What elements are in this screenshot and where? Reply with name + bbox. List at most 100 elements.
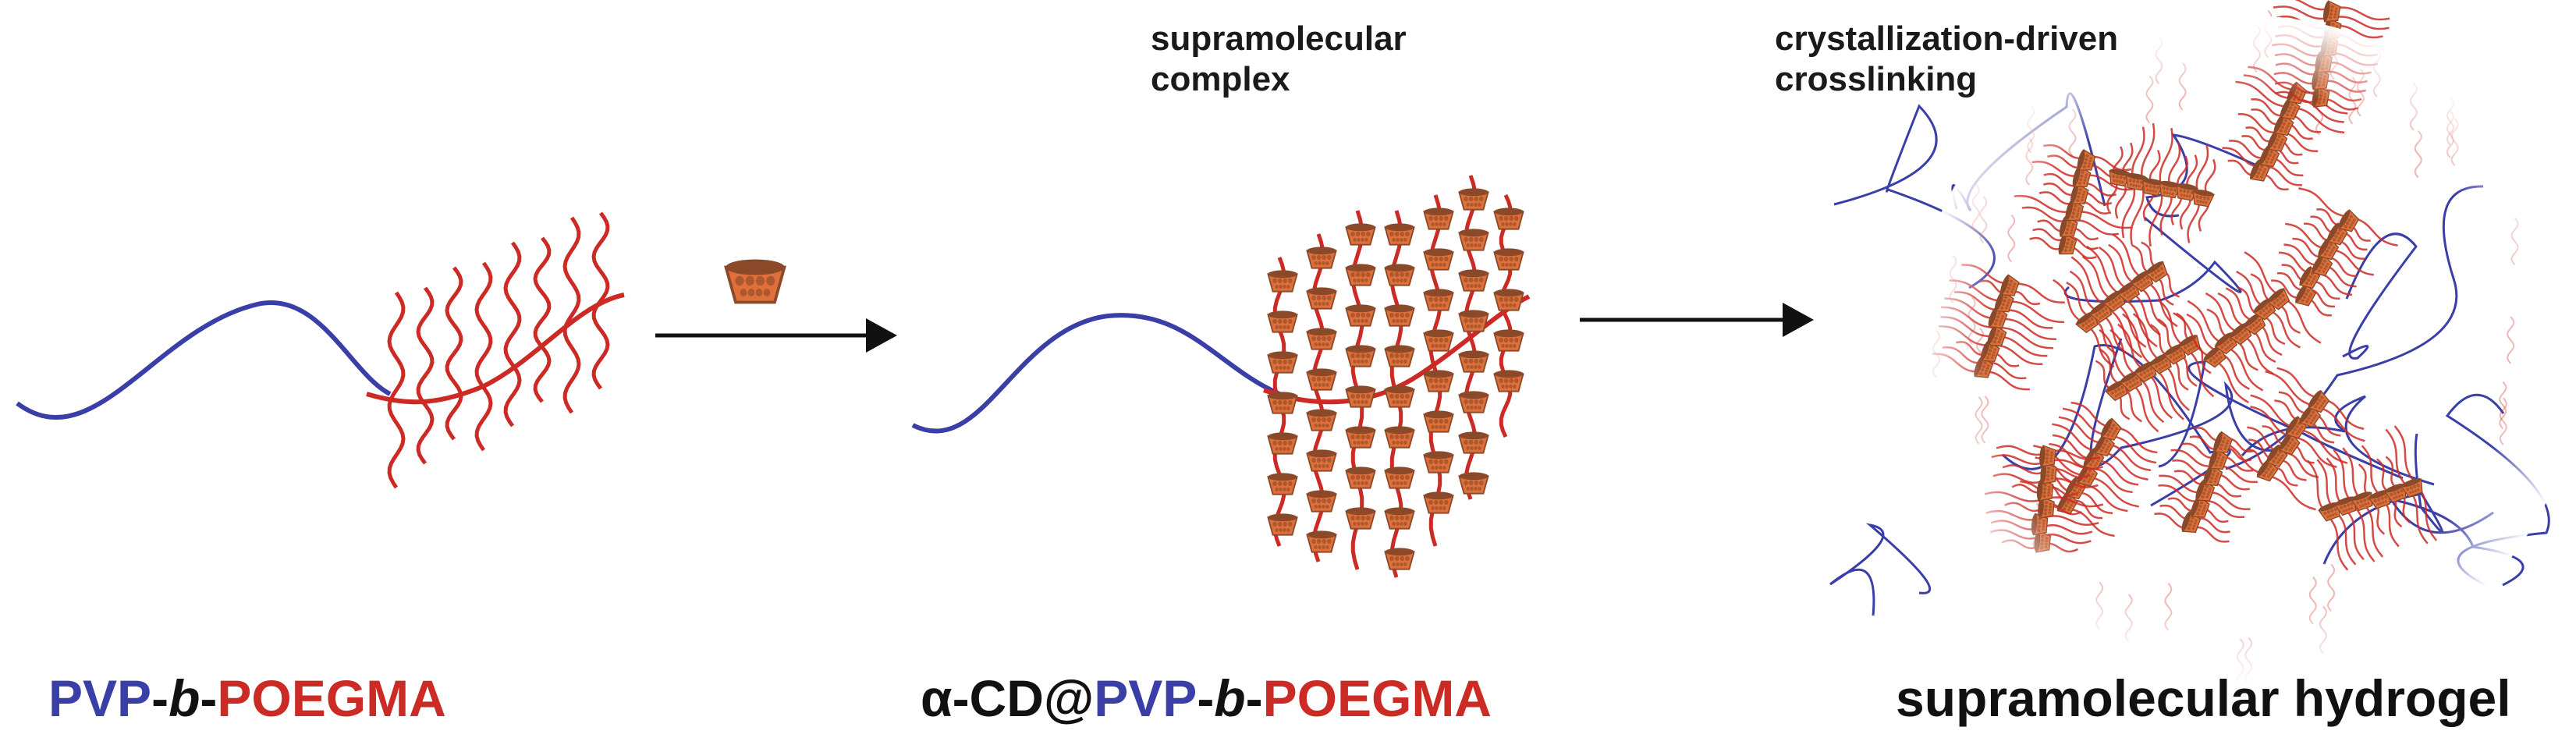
cyclodextrin-ring [1384,304,1415,327]
cyclodextrin-ring [1493,329,1524,352]
dash: - [1245,669,1263,727]
cyclodextrin-ring [1493,208,1524,230]
cyclodextrin-ring [1345,507,1376,530]
side-chain [562,216,581,414]
cyclodextrin-ring [1458,472,1489,495]
crosslink-caption-line2: crosslinking [1775,60,1978,98]
cyclodextrin-ring [1384,507,1415,530]
cyclodextrin-ring [1345,223,1376,246]
side-chain [474,261,493,452]
cyclodextrin-ring [1384,548,1415,570]
cyclodextrin-ring [1306,449,1337,472]
cyclodextrin-ring [1267,392,1298,414]
side-chain [533,236,552,403]
cyclodextrin-ring [1384,426,1415,449]
cyclodextrin-ring [1423,208,1454,230]
poegma-label: POEGMA [217,669,446,727]
cyclodextrin-ring [1493,370,1524,392]
cyclodextrin-ring [1458,269,1489,292]
dash: - [1197,669,1215,727]
cyclodextrin-ring [1345,385,1376,408]
cyclodextrin-ring [1458,229,1489,251]
copolymer-label: PVP-b-POEGMA [48,672,446,724]
cyclodextrin-ring [1458,188,1489,211]
side-chain [1499,193,1513,438]
alpha-cyclodextrin-cup-icon [724,259,786,304]
alpha-cd-prefix: α-CD@ [921,669,1095,727]
cyclodextrin-ring [1423,248,1454,271]
dash: - [151,669,169,727]
copolymer-panel [16,211,625,489]
complex-caption-line1: supramolecular [1151,20,1407,58]
cyclodextrin-ring [1384,467,1415,489]
cyclodextrin-ring [1345,467,1376,489]
cyclodextrin-ring [2322,0,2341,23]
side-chain [445,266,463,441]
block-symbol: b [1214,669,1246,727]
cyclodextrin-ring [1384,385,1415,408]
cyclodextrin-ring [1267,432,1298,455]
cyclodextrin-ring [1423,289,1454,311]
cyclodextrin-ring [1493,248,1524,271]
side-chain [387,291,406,489]
cyclodextrin-ring [1345,304,1376,327]
crosslink-caption: crystallization-driven crosslinking [1775,22,2118,97]
cyclodextrin-ring [1306,530,1337,553]
poegma-backbone [366,293,625,405]
hydrogel-label: supramolecular hydrogel [1896,669,2511,727]
right-arrow-icon [1580,303,1814,337]
pvp-label: PVP [48,669,152,727]
cyclodextrin-ring [1384,223,1415,246]
poegma-backbone [1262,294,1531,405]
dash: - [200,669,218,727]
threaded-side-chains [1267,175,1524,578]
cyclodextrin-ring [724,259,786,304]
crosslink-caption-line1: crystallization-driven [1775,20,2119,58]
cyclodextrin-ring [1306,409,1337,431]
cyclodextrin-ring [1267,270,1298,293]
complex-caption-line2: complex [1151,60,1290,98]
cyclodextrin-ring [1493,289,1524,311]
cyclodextrin-ring [1423,410,1454,433]
cyclodextrin-ring [1306,368,1337,391]
cyclodextrin-ring [1306,490,1337,513]
block-symbol: b [169,669,200,727]
cyclodextrin-ring [1345,264,1376,286]
cyclodextrin-ring [1345,345,1376,367]
pvp-block-chain [911,313,1281,434]
pvp-chain [1829,523,1932,616]
cyclodextrin-ring [1306,247,1337,269]
side-chain [503,241,522,427]
cyclodextrin-ring [1267,310,1298,333]
cyclodextrin-ring [1384,264,1415,286]
side-chain [591,211,610,390]
hydrogel-network-panel [1829,0,2576,686]
side-chain [416,286,435,465]
cyclodextrin-ring [1345,426,1376,449]
cyclodextrin-ring [1458,431,1489,454]
right-arrow-icon [655,318,897,353]
pvp-block-chain [16,300,392,420]
cyclodextrin-ring [1458,391,1489,413]
cyclodextrin-ring [1306,287,1337,310]
side-chain [1311,233,1325,562]
cyclodextrin-ring [1458,350,1489,373]
cyclodextrin-ring [1423,370,1454,392]
cyclodextrin-ring [1267,351,1298,374]
cyclodextrin-ring [1306,328,1337,350]
inclusion-complex-label: α-CD@PVP-b-POEGMA [921,672,1492,724]
cyclodextrin-ring [1458,310,1489,332]
poegma-side-chains [387,211,610,489]
cyclodextrin-ring [1423,329,1454,352]
complex-caption: supramolecular complex [1151,22,1407,97]
cyclodextrin-ring [1423,491,1454,514]
cyclodextrin-ring [1384,345,1415,367]
cyclodextrin-ring [1267,473,1298,495]
pvp-label: PVP [1094,669,1198,727]
cyclodextrin-ring [1423,451,1454,474]
cyclodextrin-ring [1267,513,1298,536]
poegma-label: POEGMA [1262,669,1492,727]
inclusion-complex-panel [911,175,1531,578]
